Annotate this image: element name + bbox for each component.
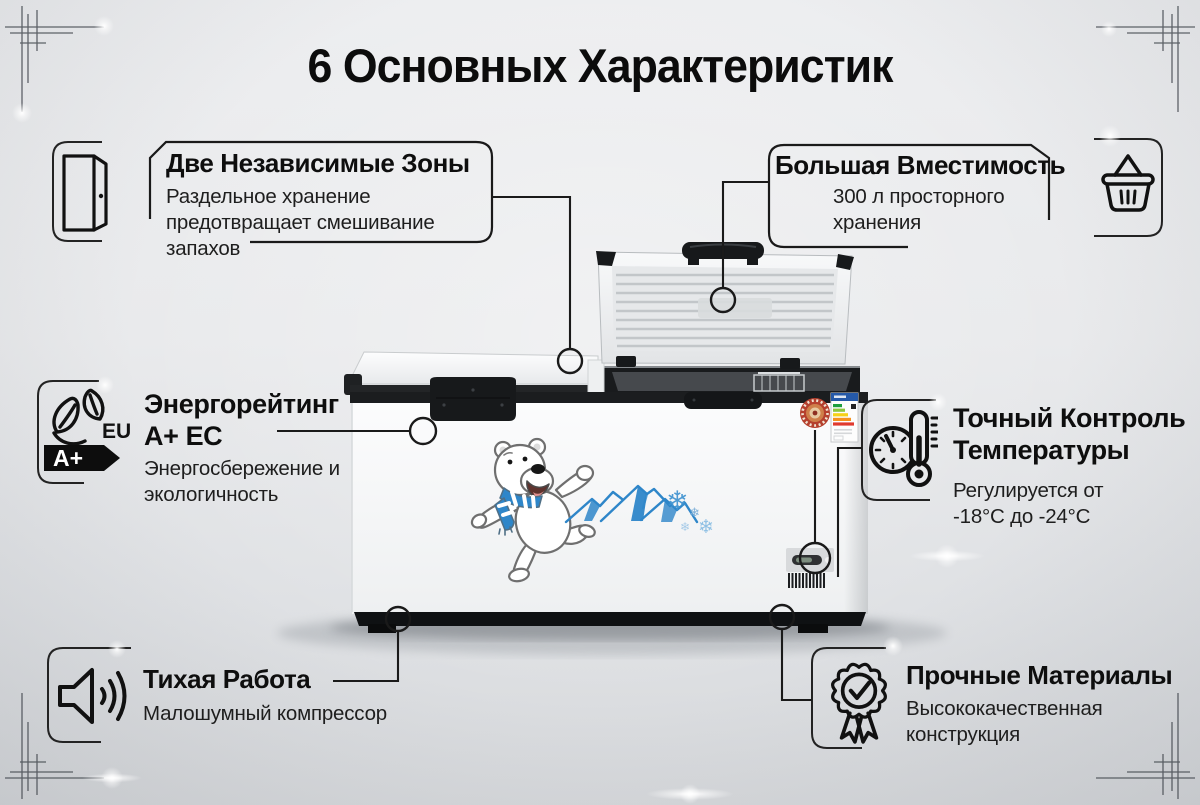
feature-zones-title: Две Независимые Зоны bbox=[166, 148, 470, 178]
icon-frames bbox=[37, 138, 1163, 749]
feature-zones-desc: Раздельное хранение предотвращает смешив… bbox=[166, 185, 435, 261]
a-plus-badge bbox=[44, 445, 120, 471]
award-medal-icon bbox=[830, 662, 888, 744]
closed-lid-handle bbox=[430, 377, 516, 421]
eco-icon-frame bbox=[37, 380, 99, 484]
open-lid-front-handle bbox=[684, 392, 762, 409]
zone-divider bbox=[587, 359, 605, 395]
callout-outlines bbox=[148, 140, 1051, 249]
freezer-body bbox=[352, 400, 868, 614]
zones-callout-box bbox=[148, 140, 494, 244]
wire-basket bbox=[753, 372, 805, 392]
svg-text:❄: ❄ bbox=[689, 505, 700, 520]
open-lid bbox=[596, 242, 854, 365]
feature-energy-title: Энергорейтинг A+ ЕС bbox=[144, 389, 339, 452]
snowflake-icons: ❄ ❄ ❄ ❄ bbox=[666, 486, 714, 538]
vent-grille bbox=[788, 573, 825, 588]
feature-temperature-title: Точный Контроль Температуры bbox=[953, 403, 1186, 466]
gauge-icon-frame bbox=[861, 399, 936, 501]
mountains-graphic bbox=[564, 484, 699, 524]
a-plus-badge-text: A+ bbox=[53, 445, 83, 471]
connector-lines bbox=[277, 180, 862, 702]
eu-label: EU bbox=[102, 420, 131, 443]
energy-label bbox=[830, 392, 859, 443]
svg-text:❄: ❄ bbox=[666, 486, 689, 516]
feature-temperature-desc: Регулируется от -18°C до -24°C bbox=[953, 479, 1104, 529]
medal-icon-frame bbox=[811, 647, 886, 749]
speaker-icon-frame bbox=[47, 647, 131, 743]
speaker-icon bbox=[58, 668, 127, 724]
capacity-callout-box bbox=[767, 143, 1051, 249]
feature-capacity-title: Большая Вместимость bbox=[775, 150, 1066, 180]
eco-leaf-icon: EU A+ bbox=[44, 388, 131, 471]
basket-icon-frame bbox=[1094, 138, 1163, 237]
feature-quiet-desc: Малошумный компрессор bbox=[143, 702, 387, 725]
svg-text:❄: ❄ bbox=[698, 517, 714, 538]
basket-icon bbox=[1101, 154, 1155, 212]
open-door-icon bbox=[62, 154, 108, 232]
sparkle-glints bbox=[12, 16, 1121, 804]
svg-text:❄: ❄ bbox=[680, 520, 690, 534]
door-icon-frame bbox=[52, 141, 102, 242]
polar-bear-mascot bbox=[470, 437, 596, 583]
feature-quiet-title: Тихая Работа bbox=[143, 664, 311, 694]
freezer-base bbox=[354, 612, 866, 626]
feature-materials-title: Прочные Материалы bbox=[906, 660, 1173, 690]
feature-capacity-desc: 300 л просторного хранения bbox=[833, 185, 1005, 235]
feature-energy-desc: Энергосбережение и экологичность bbox=[144, 457, 340, 507]
freezer-illustration: ❄ ❄ ❄ ❄ bbox=[344, 242, 868, 633]
red-sticker bbox=[800, 398, 830, 428]
feature-materials-desc: Высококачественная конструкция bbox=[906, 697, 1103, 747]
page-title: 6 Основных Характеристик bbox=[307, 39, 893, 92]
thermometer-gauge-icon bbox=[869, 410, 938, 487]
